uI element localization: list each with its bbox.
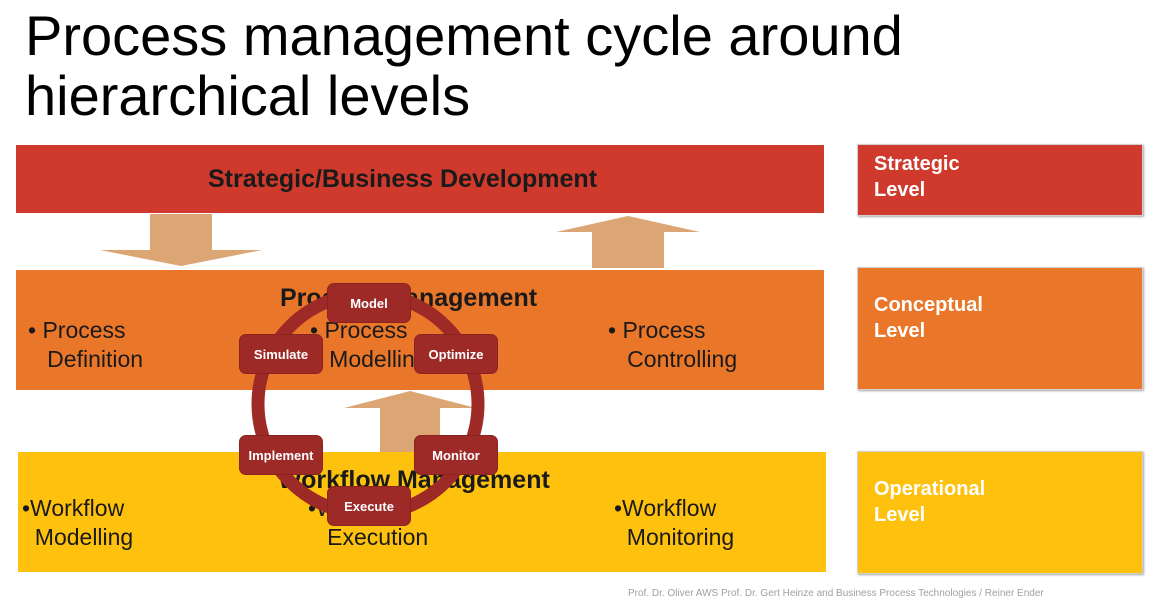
operational-level-box: Operational Level	[857, 451, 1143, 574]
cycle-step-optimize: Optimize	[415, 335, 497, 373]
bullet-workflow-monitoring: •Workflow Monitoring	[614, 495, 735, 550]
page-title: Process management cycle around hierarch…	[25, 6, 1025, 126]
strategic-band-title: Strategic/Business Development	[208, 165, 598, 193]
down-arrow	[100, 214, 262, 266]
strategic-level-box: Strategic Level	[857, 144, 1143, 216]
up-arrow-middle	[344, 391, 476, 452]
operational-band-title: Workflow Management	[278, 466, 550, 494]
cycle-step-execute: Execute	[328, 487, 410, 525]
cycle-step-implement: Implement	[240, 436, 322, 474]
cycle-step-model: Model	[328, 284, 410, 322]
conceptual-level-label: Conceptual Level	[874, 294, 983, 342]
footer-credit: Prof. Dr. Oliver AWS Prof. Dr. Gert Hein…	[628, 588, 1044, 599]
up-arrow-top	[556, 216, 700, 268]
cycle-step-simulate: Simulate	[240, 335, 322, 373]
bullet-process-definition: • Process Definition	[28, 317, 144, 372]
title-line-2: hierarchical levels	[25, 64, 471, 127]
operational-level-label: Operational Level	[874, 478, 986, 526]
bullet-workflow-modelling: •Workflow Modelling	[22, 495, 134, 550]
title-line-1: Process management cycle around	[25, 4, 903, 67]
bullet-process-controlling: • Process Controlling	[608, 317, 738, 372]
strategic-band: Strategic/Business Development	[16, 145, 824, 213]
strategic-level-label: Strategic Level	[874, 153, 960, 201]
cycle-step-monitor: Monitor	[415, 436, 497, 474]
conceptual-level-box: Conceptual Level	[857, 267, 1143, 390]
